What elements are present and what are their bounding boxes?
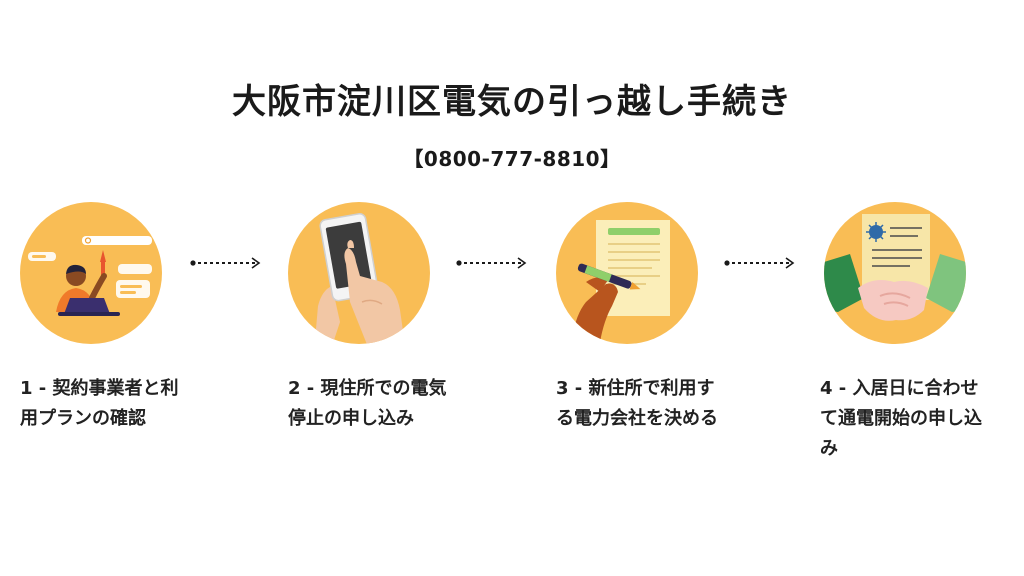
step-1-line-2: 用プランの確認 bbox=[20, 408, 146, 429]
laptop-user-icon bbox=[28, 236, 152, 316]
step-4-line-2: て通電開始の申し込 bbox=[820, 408, 982, 429]
step-1-illustration bbox=[20, 202, 162, 344]
step-4-label: 4 - 入居日に合わせ て通電開始の申し込 み bbox=[820, 374, 1020, 464]
step-2-illustration bbox=[288, 202, 430, 344]
handshake-contract-icon bbox=[824, 214, 966, 321]
page-title: 大阪市淀川区電気の引っ越し手続き bbox=[232, 82, 792, 122]
phone-number: 【0800-777-8810】 bbox=[403, 147, 621, 171]
arrow-connector-3 bbox=[724, 257, 795, 269]
step-2-line-1: 2 - 現住所での電気 bbox=[288, 378, 447, 399]
step-4-line-3: み bbox=[820, 438, 838, 459]
arrow-connector-1 bbox=[190, 257, 261, 269]
step-1-label: 1 - 契約事業者と利 用プランの確認 bbox=[20, 374, 220, 434]
step-3-illustration bbox=[556, 202, 698, 344]
document-signing-icon bbox=[572, 220, 670, 342]
step-1-line-1: 1 - 契約事業者と利 bbox=[20, 378, 179, 399]
arrow-connector-2 bbox=[456, 257, 527, 269]
step-4-line-1: 4 - 入居日に合わせ bbox=[820, 378, 979, 399]
step-4-illustration bbox=[824, 202, 966, 344]
step-3-label: 3 - 新住所で利用す る電力会社を決める bbox=[556, 374, 756, 434]
step-2-label: 2 - 現住所での電気 停止の申し込み bbox=[288, 374, 488, 434]
step-3-line-1: 3 - 新住所で利用す bbox=[556, 378, 715, 399]
step-3-line-2: る電力会社を決める bbox=[556, 408, 718, 429]
smartphone-hand-icon bbox=[314, 213, 405, 344]
step-2-line-2: 停止の申し込み bbox=[288, 408, 414, 429]
